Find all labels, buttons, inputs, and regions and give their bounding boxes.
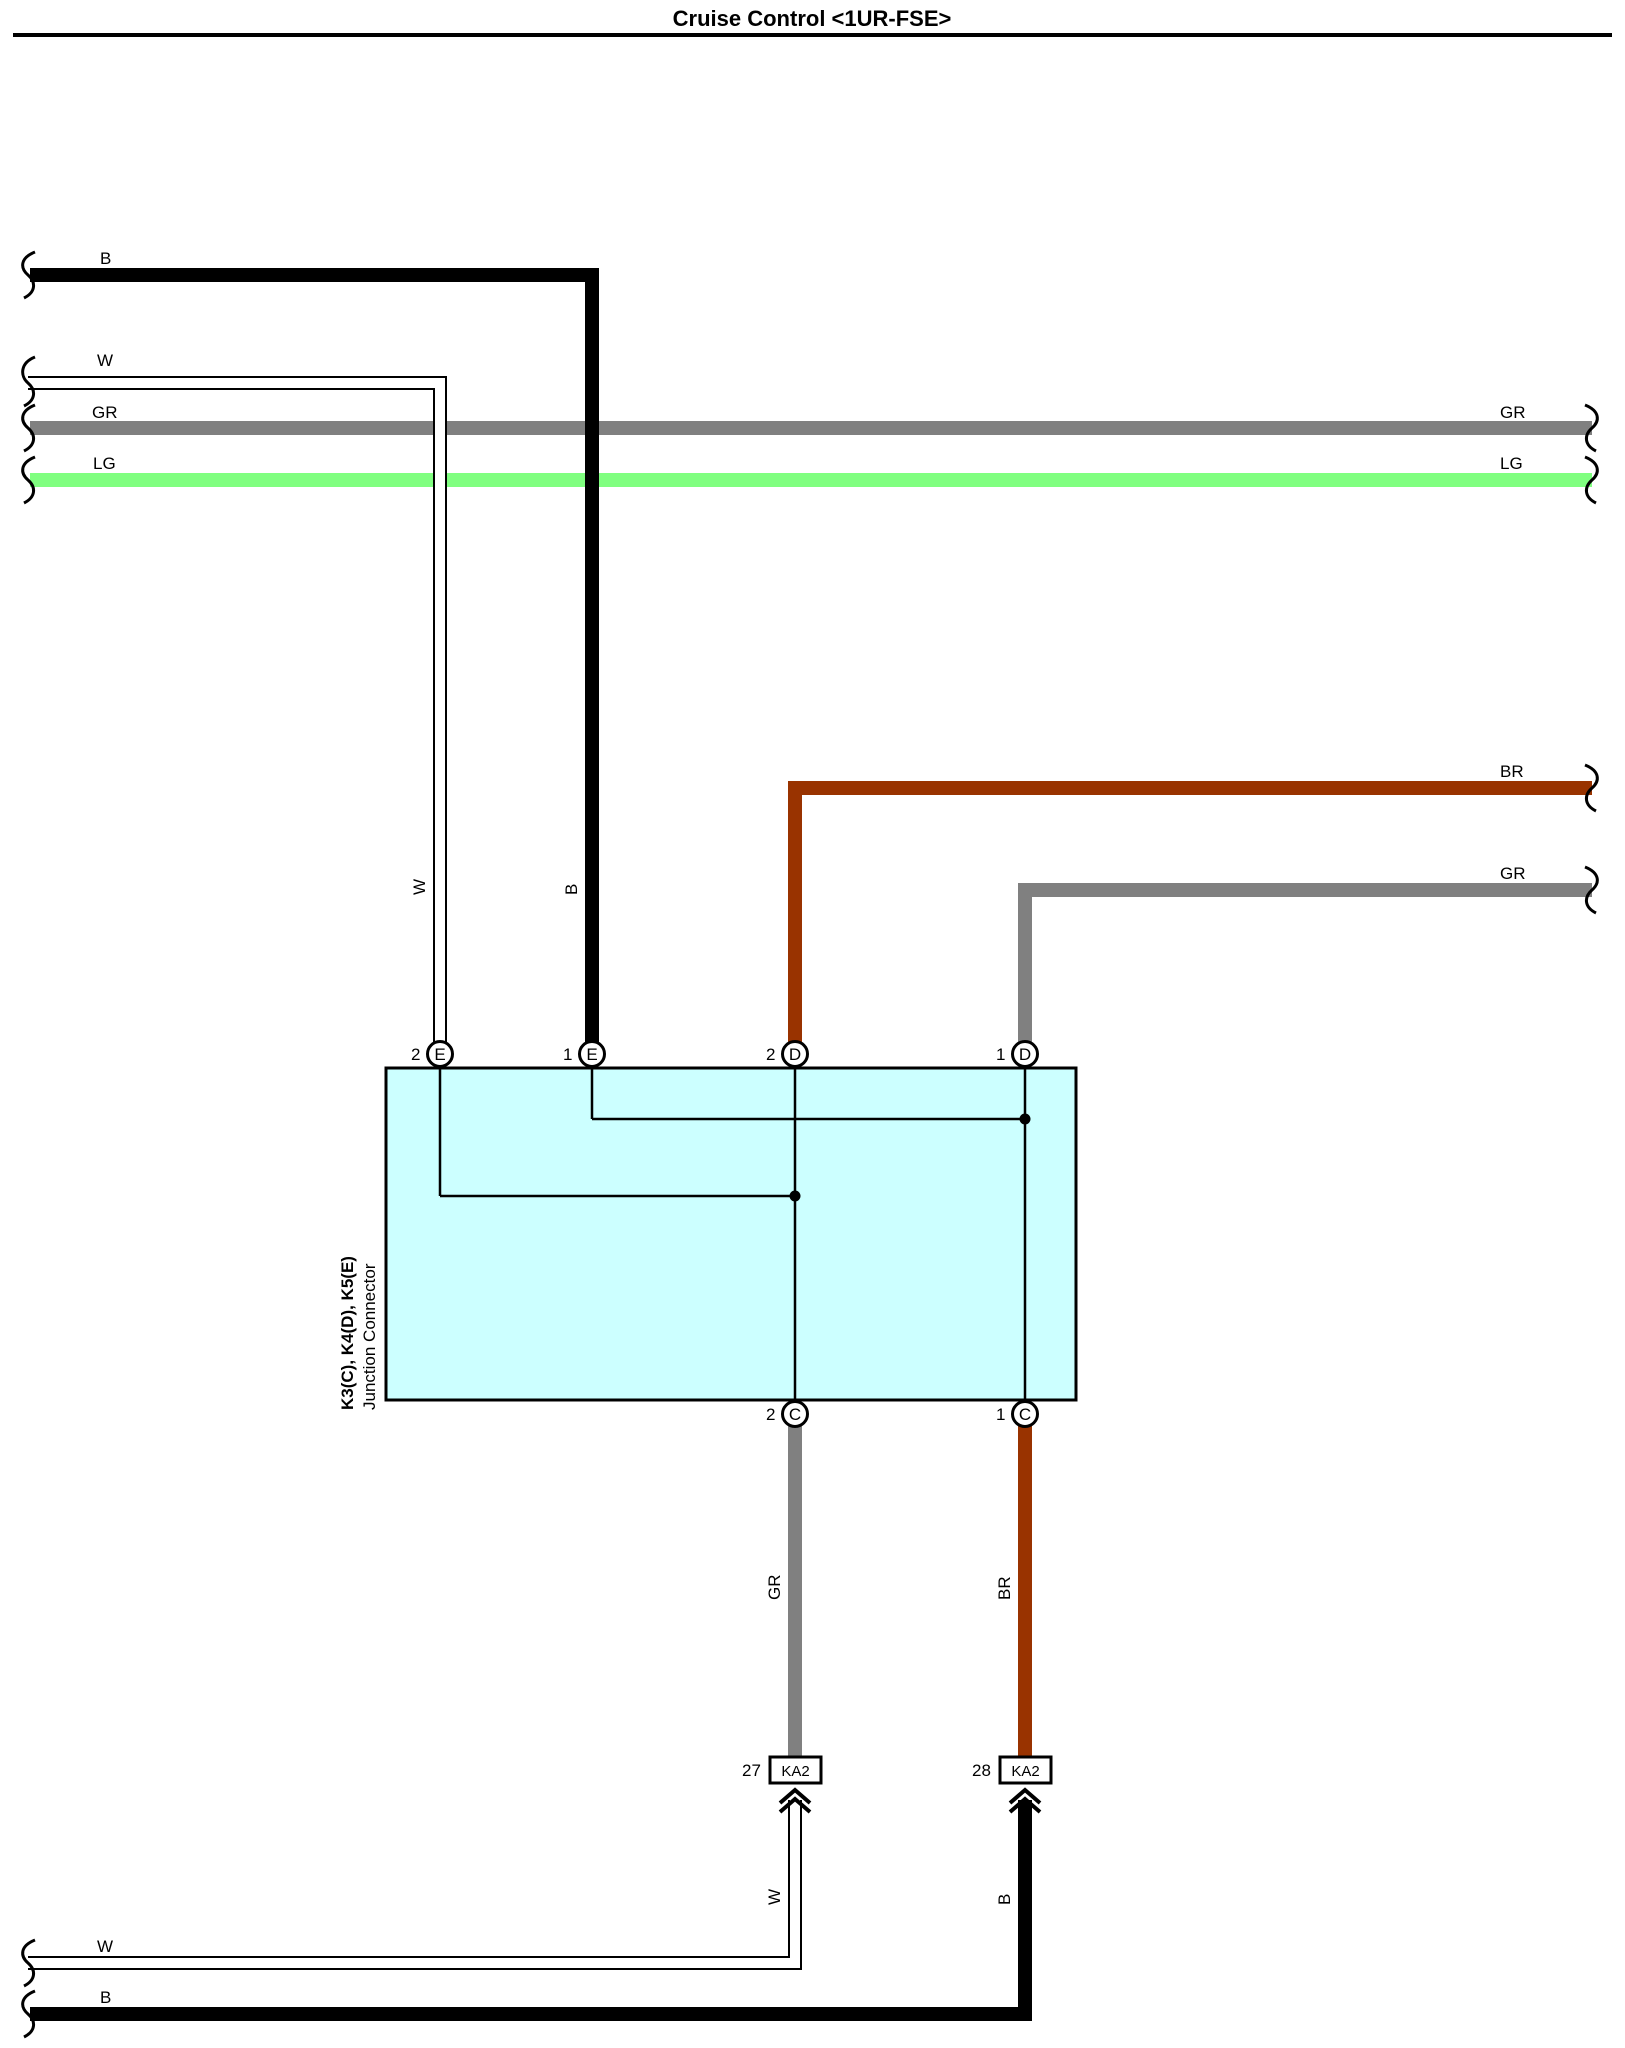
label-lower-br: BR [995,1576,1014,1600]
label-top-left-w: W [97,351,113,370]
break-mark-gr-right [1584,403,1599,453]
wire-b-bottom [30,1800,1032,2021]
pin-2c-number: 2 [766,1405,775,1424]
label-right-lg: LG [1500,454,1523,473]
diagram-title: Cruise Control <1UR-FSE> [673,6,952,31]
label-bottom-left-b: B [100,1988,111,2007]
junction-description: Junction Connector [360,1263,379,1410]
connector-ka2-27: 27 KA2 [742,1755,823,1814]
label-top-left-b: B [100,249,111,268]
pin-2c-letter: C [789,1405,801,1424]
pin-2d-letter: D [789,1045,801,1064]
pin-1c-number: 1 [996,1405,1005,1424]
label-left-gr: GR [92,403,118,422]
label-lower-b: B [995,1894,1014,1905]
junction-name: K3(C), K4(D), K5(E) [338,1256,357,1410]
connector-ka2-27-pin: 27 [742,1761,761,1780]
label-lower-gr: GR [765,1575,784,1601]
label-lower-w: W [765,1889,784,1905]
break-mark-w-bottom-left [21,1938,36,1988]
junction-connector-box [384,1066,1078,1402]
pin-1d: 1 D [996,1040,1039,1068]
wire-w-bottom [28,1800,802,1970]
wire-gr-to-1d [1018,883,1592,1045]
pin-1d-letter: D [1019,1045,1031,1064]
label-vertical-b: B [562,884,581,895]
pin-1e: 1 E [563,1040,606,1068]
pin-1c: 1 C [996,1400,1039,1428]
pin-1d-number: 1 [996,1045,1005,1064]
pin-2d-number: 2 [766,1045,775,1064]
break-mark-w-left [21,355,36,408]
wire-br-to-2d [788,781,1592,1045]
break-mark-b-left [21,250,36,300]
wire-break-marks [21,250,1599,2039]
break-mark-lg-left [21,455,36,505]
connector-ka2-28: 28 KA2 [972,1755,1053,1814]
break-mark-gr2-right [1584,865,1599,915]
label-right-gr: GR [1500,403,1526,422]
pin-2e-letter: E [434,1045,445,1064]
break-mark-b-bottom-left [21,1989,36,2039]
label-right-gr2: GR [1500,864,1526,883]
wire-b-to-1e [30,268,599,1045]
connector-ka2-28-arrow-icon [1008,1787,1042,1814]
label-bottom-left-w: W [97,1937,113,1956]
pin-1c-letter: C [1019,1405,1031,1424]
label-left-lg: LG [93,454,116,473]
break-mark-br-right [1584,763,1599,813]
pin-2c: 2 C [766,1400,809,1428]
splice-point-gr [789,1190,801,1202]
label-right-br: BR [1500,762,1524,781]
pin-2d: 2 D [766,1040,809,1068]
pin-1e-number: 1 [563,1045,572,1064]
connector-ka2-27-name: KA2 [781,1763,809,1780]
wire-w-to-2e [28,376,447,1045]
pin-2e-number: 2 [411,1045,420,1064]
connector-ka2-27-arrow-icon [778,1787,812,1814]
break-mark-gr-left [21,403,36,453]
break-mark-lg-right [1584,455,1599,505]
pin-2e: 2 E [411,1040,454,1068]
pin-1e-letter: E [586,1045,597,1064]
label-vertical-w: W [410,879,429,895]
connector-ka2-28-pin: 28 [972,1761,991,1780]
connector-ka2-28-name: KA2 [1011,1763,1039,1780]
splice-point-br [1019,1113,1031,1125]
